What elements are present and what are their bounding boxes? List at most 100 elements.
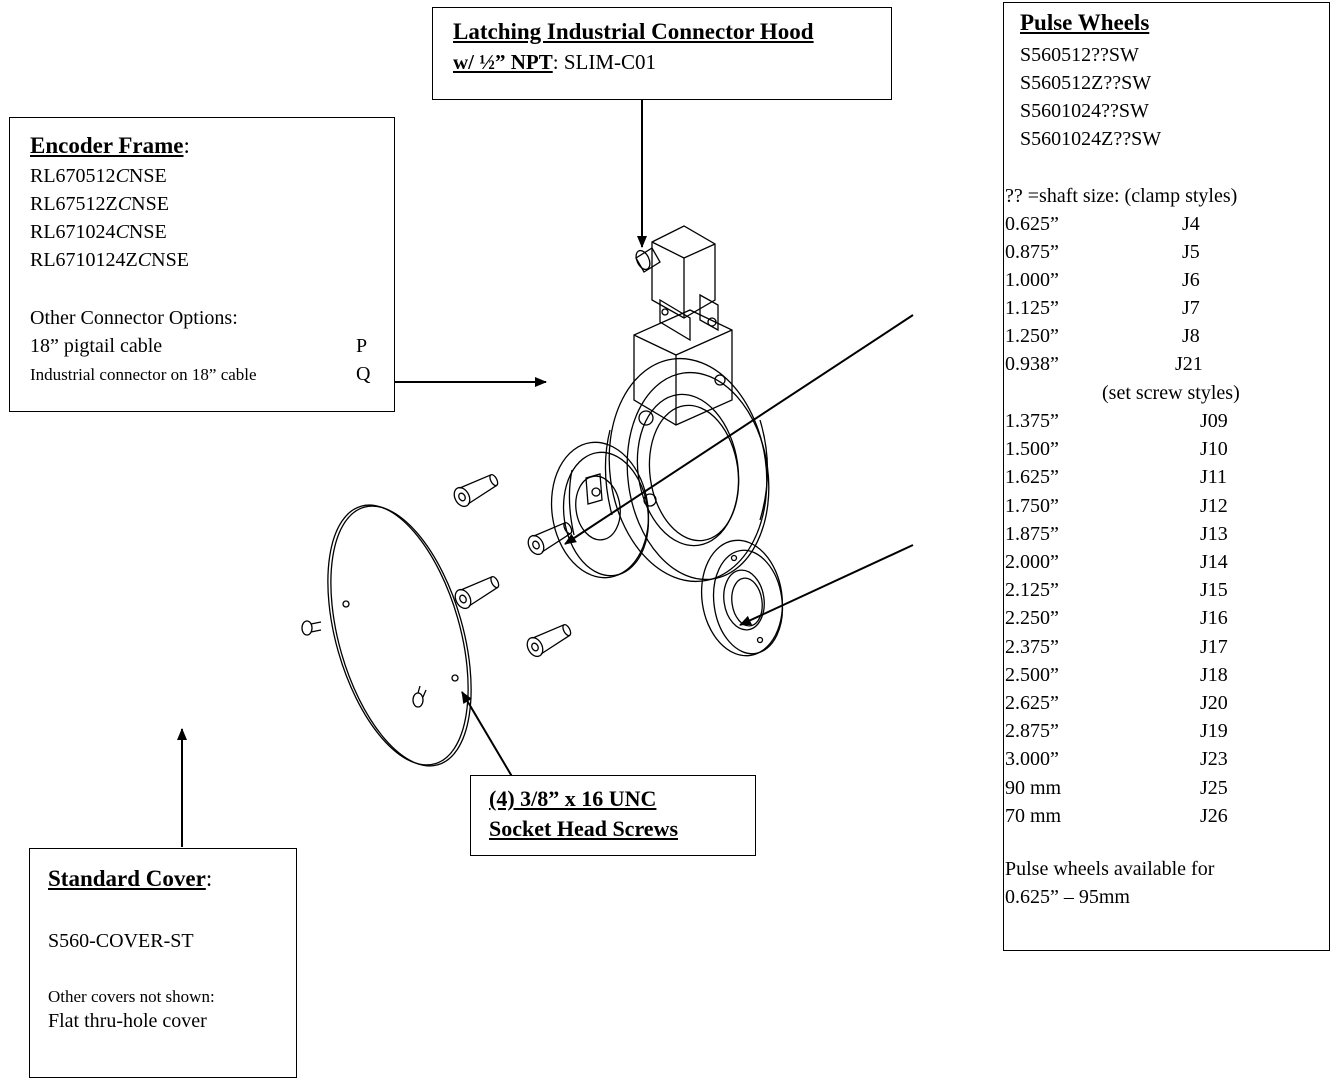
model-prefix: RL67512Z bbox=[30, 193, 118, 215]
model-prefix: RL671024 bbox=[30, 221, 116, 243]
shaft-code: J13 bbox=[1200, 522, 1228, 545]
arrow-pulse-wheel-right bbox=[739, 544, 914, 626]
shaft-size: 0.875” bbox=[1005, 241, 1059, 263]
shaft-size: 1.250” bbox=[1005, 325, 1059, 347]
cover-other-flat: Flat thru-hole cover bbox=[48, 1010, 207, 1032]
pulse-wheels-title: Pulse Wheels bbox=[1020, 10, 1150, 35]
shaft-size: 90 mm bbox=[1005, 776, 1062, 799]
cover-other-note: Other covers not shown: bbox=[48, 987, 215, 1006]
encoder-frame bbox=[604, 309, 770, 583]
hood-part-separator: : bbox=[552, 50, 564, 74]
arrow-pulse-wheel-left bbox=[564, 314, 914, 545]
shaft-code: J20 bbox=[1200, 692, 1228, 714]
cover-title: Standard Cover bbox=[48, 866, 206, 891]
shaft-size: 2.250” bbox=[1005, 607, 1059, 630]
shaft-code: J4 bbox=[1182, 213, 1200, 235]
standard-cover bbox=[301, 504, 472, 767]
hood-npt-label: w/ ½” NPT bbox=[453, 50, 553, 74]
shaft-code: J15 bbox=[1200, 579, 1228, 602]
shaft-size: 1.375” bbox=[1005, 410, 1059, 432]
connector-option-code: Q bbox=[356, 363, 371, 385]
hood-part-number: SLIM-C01 bbox=[563, 50, 657, 74]
cover-title-line: Standard Cover: bbox=[48, 866, 213, 891]
encoder-model: RL6710124ZCNSE bbox=[30, 250, 189, 270]
shaft-size-header: ?? =shaft size: (clamp styles) bbox=[1005, 185, 1238, 207]
shaft-code: J10 bbox=[1200, 438, 1228, 461]
shaft-code: J25 bbox=[1200, 776, 1228, 799]
pulse-wheel-model: S5601024Z??SW bbox=[1020, 128, 1162, 150]
encoder-model: RL670512CNSE bbox=[30, 166, 167, 186]
shaft-size: 2.500” bbox=[1005, 663, 1059, 686]
shaft-code: J09 bbox=[1200, 410, 1228, 432]
leader-arrows bbox=[177, 100, 914, 847]
hood-title: Latching Industrial Connector Hood bbox=[453, 19, 814, 44]
hood-callout-box: Latching Industrial Connector Hood w/ ½”… bbox=[432, 7, 892, 100]
shaft-size: 1.500” bbox=[1005, 438, 1059, 461]
shaft-code: J14 bbox=[1200, 551, 1228, 573]
shaft-size: 1.625” bbox=[1005, 466, 1059, 489]
arrow-screws bbox=[461, 691, 521, 791]
hood-part-line: w/ ½” NPT: SLIM-C01 bbox=[453, 50, 657, 74]
encoder-frame-callout-box: Encoder Frame: RL670512CNSE RL67512ZCNSE… bbox=[9, 117, 395, 412]
connector-hood bbox=[635, 225, 719, 342]
cover-part-number: S560-COVER-ST bbox=[48, 930, 194, 952]
shaft-code: J6 bbox=[1182, 269, 1200, 291]
pulse-wheel-model: S560512??SW bbox=[1020, 44, 1139, 66]
encoder-frame-title-line: Encoder Frame: bbox=[30, 133, 190, 158]
shaft-code: J8 bbox=[1182, 325, 1200, 347]
pulse-wheels-callout-box: Pulse Wheels ?? =shaft size: (clamp styl… bbox=[1003, 2, 1330, 951]
shaft-size: 1.000” bbox=[1005, 269, 1059, 291]
pulse-wheel-model: S560512Z??SW bbox=[1020, 72, 1152, 94]
model-variable: C bbox=[137, 249, 152, 271]
screws-line-1: (4) 3/8” x 16 UNC bbox=[489, 786, 657, 811]
connector-option-code: P bbox=[356, 335, 368, 357]
connector-option-label: 18” pigtail cable bbox=[30, 335, 163, 357]
shaft-size: 2.875” bbox=[1005, 720, 1059, 743]
shaft-code: J12 bbox=[1200, 494, 1228, 517]
model-prefix: RL670512 bbox=[30, 165, 116, 187]
shaft-code: J18 bbox=[1200, 663, 1228, 686]
socket-head-screws bbox=[453, 473, 573, 658]
model-variable: C bbox=[117, 193, 132, 215]
shaft-size: 2.375” bbox=[1005, 635, 1059, 658]
encoder-model: RL671024CNSE bbox=[30, 222, 167, 242]
pulse-wheel-model: S5601024??SW bbox=[1020, 100, 1149, 122]
connector-option-label: Industrial connector on 18” cable bbox=[30, 365, 257, 384]
model-prefix: RL6710124Z bbox=[30, 249, 138, 271]
setscrew-style-header: (set screw styles) bbox=[1102, 382, 1240, 404]
shaft-code: J11 bbox=[1200, 466, 1228, 489]
shaft-code: J16 bbox=[1200, 607, 1228, 630]
encoder-frame-title-colon: : bbox=[183, 133, 190, 158]
cover-title-colon: : bbox=[205, 866, 213, 891]
shaft-size: 2.125” bbox=[1005, 579, 1059, 602]
model-variable: C bbox=[115, 221, 129, 243]
shaft-size: 0.938” bbox=[1005, 353, 1059, 375]
shaft-size: 0.625” bbox=[1005, 213, 1059, 235]
model-variable: C bbox=[115, 165, 129, 187]
shaft-code: J21 bbox=[1175, 353, 1203, 375]
connector-options-title: Other Connector Options: bbox=[30, 307, 238, 329]
shaft-size: 1.125” bbox=[1005, 297, 1059, 319]
model-suffix: NSE bbox=[128, 221, 167, 243]
shaft-size: 1.750” bbox=[1005, 494, 1059, 517]
shaft-size: 70 mm bbox=[1005, 804, 1062, 827]
shaft-size: 1.875” bbox=[1005, 522, 1059, 545]
availability-line-1: Pulse wheels available for bbox=[1005, 858, 1215, 880]
shaft-code: J23 bbox=[1200, 748, 1228, 771]
shaft-size: 2.625” bbox=[1005, 692, 1059, 714]
shaft-code: J17 bbox=[1200, 635, 1228, 658]
availability-line-2: 0.625” – 95mm bbox=[1005, 886, 1130, 908]
shaft-code: J7 bbox=[1182, 297, 1200, 319]
shaft-code: J19 bbox=[1200, 720, 1228, 743]
shaft-size: 2.000” bbox=[1005, 551, 1059, 573]
model-suffix: NSE bbox=[131, 193, 169, 215]
pulse-wheel-setscrew bbox=[700, 539, 784, 657]
shaft-size: 3.000” bbox=[1005, 748, 1059, 771]
encoder-model: RL67512ZCNSE bbox=[30, 194, 169, 214]
screws-line-2: Socket Head Screws bbox=[489, 816, 679, 841]
model-suffix: NSE bbox=[128, 165, 167, 187]
encoder-frame-title: Encoder Frame bbox=[30, 133, 184, 158]
cover-callout-box: Standard Cover: S560-COVER-ST Other cove… bbox=[29, 848, 297, 1078]
pulse-wheel-clamp bbox=[550, 441, 650, 579]
